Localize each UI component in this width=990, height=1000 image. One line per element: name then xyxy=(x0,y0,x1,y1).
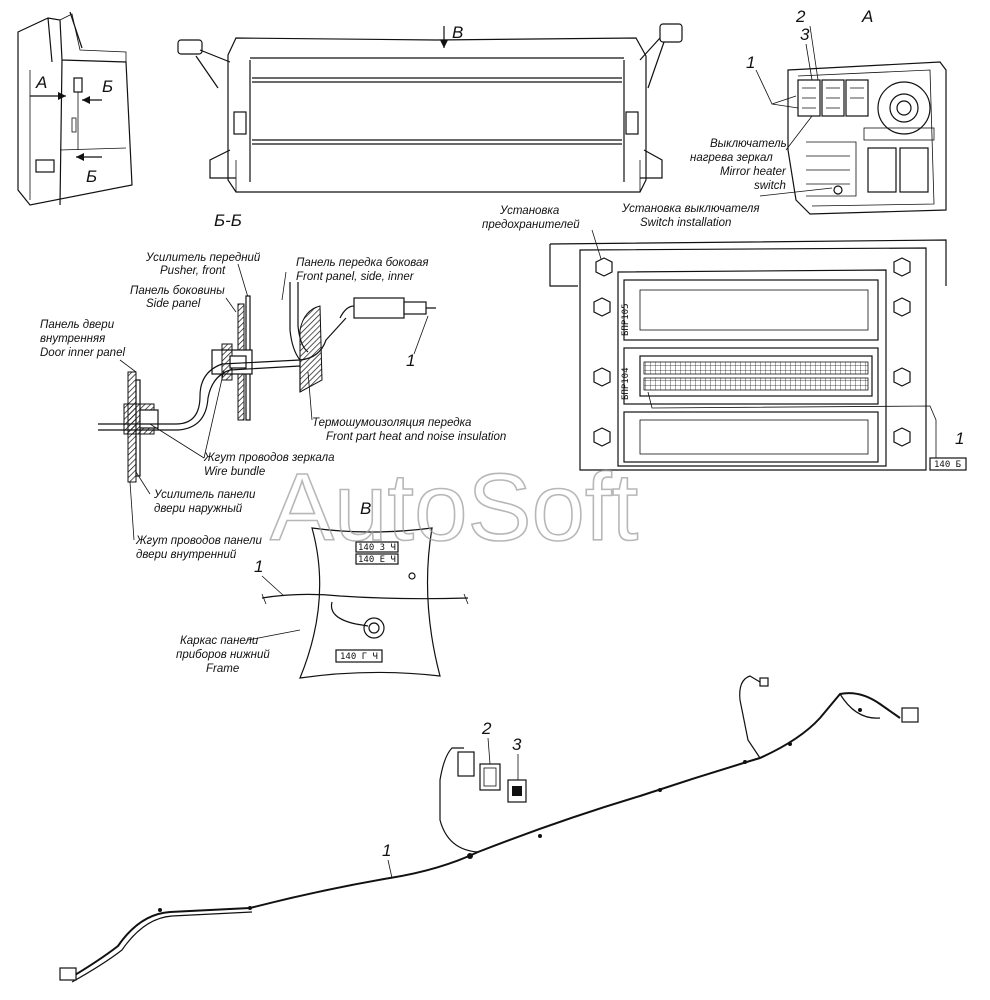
label-frame-en: Frame xyxy=(206,663,239,675)
callout-1-view-v: 1 xyxy=(254,557,263,576)
label-insulation-ru: Термошумоизоляция передка xyxy=(312,417,471,429)
callout-2-harness: 2 xyxy=(481,719,492,738)
label-frame-ru2: приборов нижний xyxy=(176,649,270,661)
label-mirror-switch-ru2: нагрева зеркал xyxy=(690,152,773,164)
front-view-cab: В Б-Б xyxy=(177,23,683,230)
label-bundle-ru: Жгут проводов зеркала xyxy=(203,452,335,464)
label-door-harness-ru1: Жгут проводов панели xyxy=(135,535,263,547)
harness-clips xyxy=(158,708,862,912)
section-bb: Усилитель передний Pusher, front Панель … xyxy=(40,252,506,561)
section-b-label: Б xyxy=(102,77,113,96)
label-fuse-inst-ru2: предохранителей xyxy=(482,219,580,231)
callout-1-fuse: 1 xyxy=(955,429,964,448)
view-v-arrow-label: В xyxy=(452,23,463,42)
tag-140g: 140 Г Ч xyxy=(340,652,378,662)
label-switch-installation-en: Switch installation xyxy=(640,217,731,229)
label-frame-ru1: Каркас панели xyxy=(180,635,259,647)
label-fuse-inst-ru1: Установка xyxy=(499,205,559,217)
section-bb-title: Б-Б xyxy=(214,211,242,230)
watermark: AutoSoft xyxy=(270,454,638,561)
tag-140b: 140 Б xyxy=(934,460,961,470)
label-door-outer-ru1: Усилитель панели xyxy=(153,489,256,501)
label-switch-installation-ru: Установка выключателя xyxy=(621,203,760,215)
callout-1-harness: 1 xyxy=(382,841,391,860)
callout-2-top: 2 xyxy=(795,7,806,26)
tag-140e: 140 Е Ч xyxy=(358,555,396,565)
fuse-block-1-tag: БПР105 xyxy=(621,303,631,336)
label-side-panel-en: Side panel xyxy=(146,298,201,310)
view-a-switch-panel: 2 3 1 А Выключатель нагрева зеркал Mirro… xyxy=(621,7,947,229)
view-a-title: А xyxy=(861,7,873,26)
label-door-panel-ru1: Панель двери xyxy=(40,319,115,331)
label-mirror-switch-en2: switch xyxy=(754,180,786,192)
label-door-panel-ru2: внутренняя xyxy=(40,333,105,345)
wire-harness: 1 2 3 xyxy=(59,675,919,983)
callout-1-top: 1 xyxy=(746,53,755,72)
callout-1-section: 1 xyxy=(406,351,415,370)
label-insulation-en: Front part heat and noise insulation xyxy=(326,431,506,443)
label-pusher-en: Pusher, front xyxy=(160,265,226,277)
view-v-title: В xyxy=(360,499,371,518)
view-v-frame: В 140 З Ч 140 Е Ч 140 Г Ч 1 Каркас панел… xyxy=(176,499,469,679)
tag-140z: 140 З Ч xyxy=(358,543,396,553)
label-front-panel-en: Front panel, side, inner xyxy=(296,271,415,283)
label-mirror-switch-ru1: Выключатель xyxy=(710,138,787,150)
label-door-harness-ru2: двери внутренний xyxy=(136,549,237,561)
callout-3-top: 3 xyxy=(800,25,810,44)
fuse-block-2-tag: БПР104 xyxy=(621,367,631,400)
side-view-cab: А Б Б xyxy=(17,11,133,206)
section-b-lower-label: Б xyxy=(86,167,97,186)
label-front-panel-ru: Панель передка боковая xyxy=(296,257,429,269)
label-door-panel-en: Door inner panel xyxy=(40,347,125,359)
label-door-outer-ru2: двери наружный xyxy=(154,503,243,515)
label-side-panel-ru: Панель боковины xyxy=(130,285,225,297)
callout-3-harness: 3 xyxy=(512,735,522,754)
fuse-installation: Установка предохранителей БПР105 БПР104 … xyxy=(482,205,967,471)
fuse-nuts xyxy=(593,257,911,447)
label-mirror-switch-en1: Mirror heater xyxy=(720,166,787,178)
label-bundle-en: Wire bundle xyxy=(204,466,265,478)
label-pusher-ru: Усилитель передний xyxy=(145,252,261,264)
view-a-label: А xyxy=(35,73,47,92)
